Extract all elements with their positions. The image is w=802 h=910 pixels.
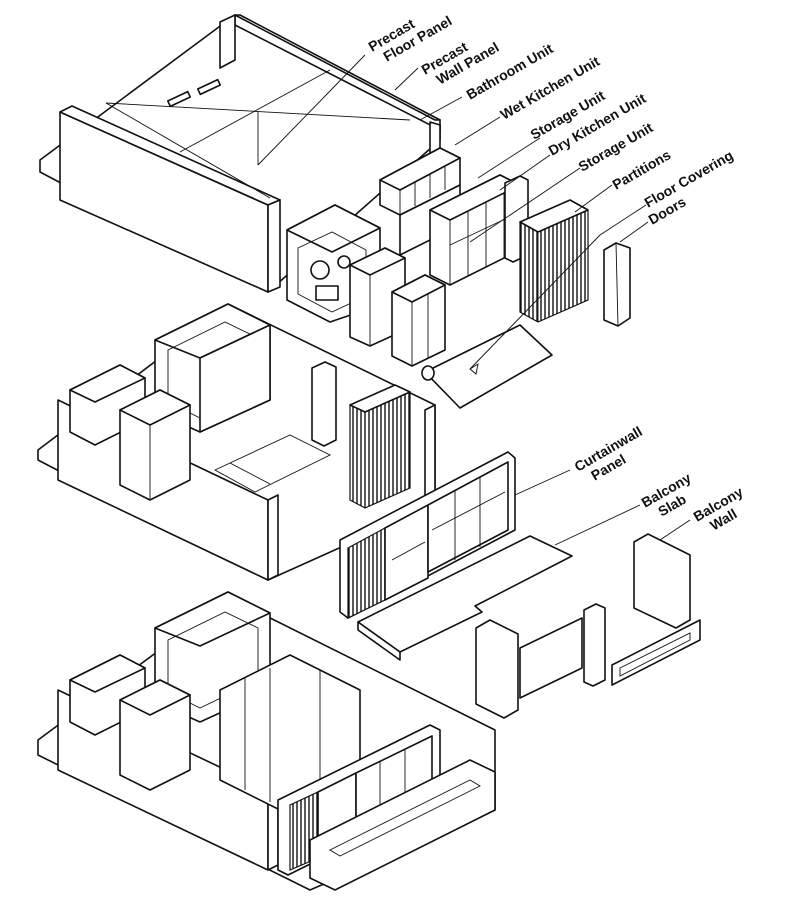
label-balcony-wall: Balcony Wall <box>691 482 758 539</box>
curtainwall-panel <box>339 451 516 619</box>
middle-module <box>37 303 436 581</box>
balcony-slab <box>357 535 573 661</box>
floor-opening <box>166 90 192 108</box>
label-curtainwall-panel: Curtainwall Panel <box>572 421 657 488</box>
doors <box>603 242 631 327</box>
balcony-wall <box>475 533 701 719</box>
floor-opening <box>196 78 222 96</box>
leader-lines <box>257 54 691 546</box>
floor-covering <box>421 324 553 409</box>
storage-unit-right <box>391 274 446 367</box>
partitions <box>519 199 589 323</box>
bottom-module <box>37 591 496 891</box>
